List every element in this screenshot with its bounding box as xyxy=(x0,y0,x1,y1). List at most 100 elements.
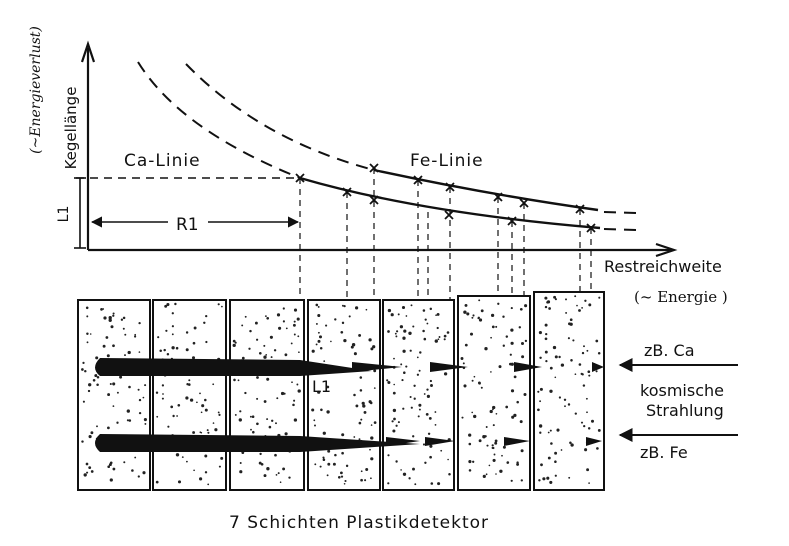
stipple-dot xyxy=(248,347,251,350)
stipple-dot xyxy=(201,404,205,408)
stipple-dot xyxy=(401,305,406,310)
stipple-dot xyxy=(82,400,85,403)
stipple-dot xyxy=(355,404,359,408)
stipple-dot xyxy=(86,332,89,335)
stipple-dot xyxy=(280,391,285,396)
stipple-dot xyxy=(138,411,142,415)
stipple-dot xyxy=(447,458,449,461)
stipple-dot xyxy=(471,316,474,319)
stipple-dot xyxy=(425,413,429,416)
stipple-dot xyxy=(549,366,553,370)
stipple-dot xyxy=(390,313,394,317)
stipple-dot xyxy=(492,424,495,427)
stipple-dot xyxy=(88,466,92,469)
stipple-dot xyxy=(402,336,406,340)
ca-cone-2 xyxy=(430,362,468,372)
cosmic-label-1: kosmische xyxy=(640,381,724,400)
stipple-dot xyxy=(212,422,215,424)
stipple-dot xyxy=(81,440,84,443)
stipple-dot xyxy=(107,465,111,469)
stipple-dot xyxy=(387,308,392,313)
stipple-dot xyxy=(550,442,553,445)
stipple-dot xyxy=(539,431,542,434)
stipple-dot xyxy=(473,414,477,419)
stipple-dot xyxy=(174,302,177,306)
stipple-dot xyxy=(584,299,587,302)
stipple-dot xyxy=(315,343,318,346)
stipple-dot xyxy=(112,344,115,348)
stipple-dot xyxy=(409,349,412,352)
stipple-dot xyxy=(495,473,497,475)
stipple-dot xyxy=(554,376,557,379)
stipple-dot xyxy=(84,369,87,373)
stipple-dot xyxy=(596,447,599,450)
stipple-dot xyxy=(293,333,296,336)
stipple-dot xyxy=(218,465,221,468)
stipple-dot xyxy=(282,307,285,310)
ca-cone-3 xyxy=(514,362,542,372)
stipple-dot xyxy=(204,454,208,458)
stipple-dot xyxy=(485,426,488,428)
stipple-dot xyxy=(370,347,374,351)
stipple-dot xyxy=(544,323,548,327)
stipple-dot xyxy=(443,334,447,338)
ca-particle-label: zB. Ca xyxy=(644,341,695,360)
stipple-dot xyxy=(519,307,523,311)
stipple-dot xyxy=(207,483,210,486)
stipple-dot xyxy=(315,303,319,307)
stipple-dot xyxy=(392,429,396,433)
stipple-dot xyxy=(422,443,426,446)
stipple-dot xyxy=(403,371,406,374)
stipple-dot xyxy=(351,343,356,347)
stipple-dot xyxy=(277,472,280,475)
stipple-dot xyxy=(402,472,407,476)
stipple-dot xyxy=(95,356,99,360)
ca-track xyxy=(95,358,372,376)
stipple-dot xyxy=(244,315,247,318)
stipple-dot xyxy=(546,300,551,304)
stipple-dot xyxy=(85,462,89,466)
stipple-dot xyxy=(469,332,474,336)
stipple-dot xyxy=(284,432,288,436)
stipple-dot xyxy=(412,325,415,328)
stipple-dot xyxy=(200,411,203,414)
stipple-dot xyxy=(343,304,346,308)
stipple-dot xyxy=(478,299,481,302)
stipple-dot xyxy=(472,460,475,463)
stipple-dot xyxy=(175,346,179,350)
stipple-dot xyxy=(560,449,563,451)
stipple-dot xyxy=(276,397,279,400)
stipple-dot xyxy=(256,397,259,400)
stipple-dot xyxy=(96,425,98,428)
stipple-dot xyxy=(112,405,115,407)
stipple-dot xyxy=(165,329,168,332)
stipple-dot xyxy=(510,341,514,345)
stipple-dot xyxy=(102,308,105,310)
ca-cone-4 xyxy=(592,362,604,372)
stipple-dot xyxy=(400,363,403,366)
stipple-dot xyxy=(311,349,315,353)
stipple-dot xyxy=(565,298,567,301)
stipple-dot xyxy=(581,307,583,309)
stipple-dot xyxy=(365,308,368,311)
detector-layer-1 xyxy=(77,299,151,491)
stipple-dot xyxy=(468,433,472,437)
stipple-dot xyxy=(570,443,574,447)
stipple-dot xyxy=(358,333,362,337)
stipple-dot xyxy=(296,383,299,386)
stipple-dot xyxy=(134,456,137,459)
stipple-dot xyxy=(587,370,591,374)
stipple-dot xyxy=(547,431,550,434)
stipple-dot xyxy=(345,464,349,468)
stipple-dot xyxy=(142,471,146,475)
stipple-dot xyxy=(322,458,326,461)
particle-tracks xyxy=(95,358,604,452)
stipple-dot xyxy=(317,390,321,394)
stipple-dot xyxy=(293,308,298,312)
stipple-dot xyxy=(471,379,474,382)
stipple-dot xyxy=(119,375,123,379)
stipple-dot xyxy=(428,416,432,420)
stipple-dot xyxy=(171,312,174,315)
stipple-dot xyxy=(574,412,577,415)
stipple-dot xyxy=(516,400,519,404)
